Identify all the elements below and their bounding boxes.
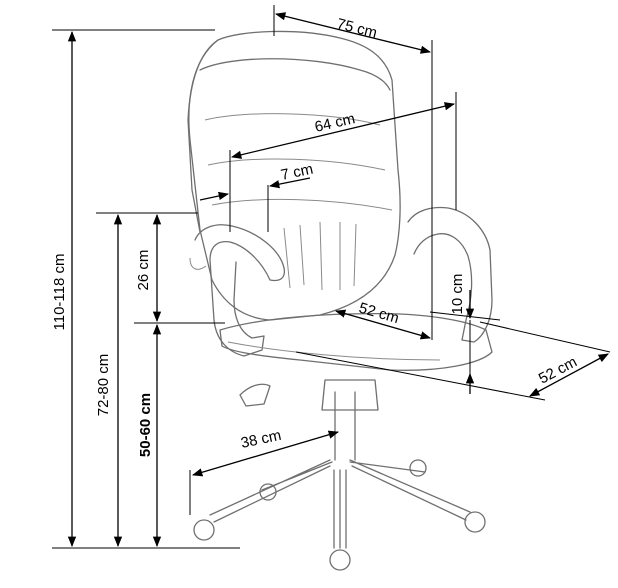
total-height-label: 110-118 cm <box>51 254 68 331</box>
armrest-width-label: 7 cm <box>279 161 314 184</box>
base-radius-label: 38 cm <box>239 427 283 452</box>
caster <box>464 511 486 533</box>
armrest-height-label: 72-80 cm <box>95 354 112 417</box>
caster <box>409 459 427 477</box>
seat-thickness-label: 10 cm <box>449 274 466 315</box>
dimension-lines <box>52 5 611 549</box>
chair-illustration <box>187 30 493 571</box>
caster <box>259 483 277 501</box>
width-dimension-line <box>274 12 432 54</box>
armrest-above-seat-label: 26 cm <box>135 250 152 291</box>
caster <box>329 549 351 571</box>
headrest-fold <box>199 58 391 91</box>
armrest-width-dimension-line <box>268 177 311 189</box>
tilt-lever <box>239 383 271 407</box>
armrest-span-dimension-line <box>230 102 456 159</box>
base-radius-dimension-line <box>192 430 339 477</box>
seat-width-dimension-line <box>335 309 431 340</box>
seat-cushion <box>219 312 493 371</box>
left-armrest <box>194 224 286 357</box>
star-base <box>209 459 471 549</box>
seat-depth-label: 52 cm <box>536 353 580 387</box>
backrest-side <box>187 39 219 233</box>
gas-lift <box>334 391 356 461</box>
caster <box>193 519 215 541</box>
dimension-labels: 75 cm 64 cm 7 cm 110-118 cm 72-80 cm 26 … <box>51 15 580 457</box>
seat-height-label: 50-60 cm <box>137 393 154 457</box>
seat-depth-dimension-line <box>529 353 609 397</box>
right-armrest <box>407 206 493 343</box>
